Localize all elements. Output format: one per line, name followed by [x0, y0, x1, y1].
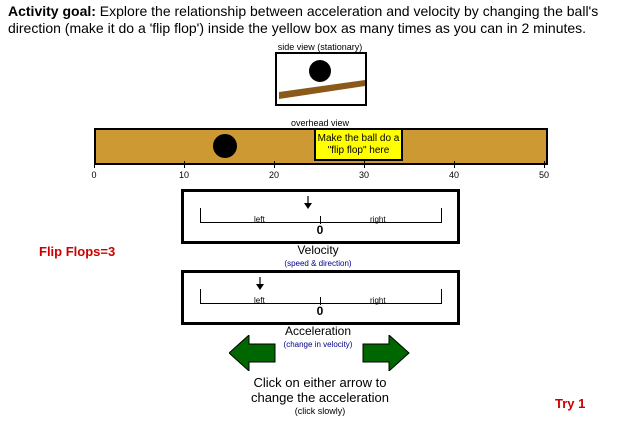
right-arrow-icon: [362, 335, 410, 371]
velocity-left-label: left: [254, 215, 265, 224]
side-view-panel: [275, 52, 367, 106]
scale-tick-label: 50: [538, 170, 549, 180]
left-arrow-icon: [229, 335, 276, 371]
velocity-value: 0: [316, 223, 324, 237]
activity-goal: Activity goal: Explore the relationship …: [8, 3, 628, 37]
right-arrow-button[interactable]: [362, 335, 410, 371]
goal-heading: Activity goal:: [8, 3, 96, 19]
instructions-note: (click slowly): [294, 406, 346, 416]
try-label: Try 1: [555, 396, 586, 411]
instructions-line-1: Click on either arrow to: [253, 375, 387, 390]
scale-tick: [454, 161, 455, 168]
scale-tick: [94, 161, 95, 168]
side-view-graphic: [279, 60, 365, 99]
goal-text: Explore the relationship between acceler…: [8, 3, 599, 36]
flip-flops-counter: Flip Flops=3: [39, 244, 116, 259]
overhead-view-label: overhead view: [290, 118, 350, 128]
acceleration-title: Acceleration: [284, 324, 352, 338]
velocity-center-tick: [320, 216, 321, 224]
instructions-line-2: change the acceleration: [250, 390, 390, 405]
acceleration-scale: [200, 289, 442, 304]
velocity-right-label: right: [370, 215, 386, 224]
acceleration-meter: left right 0: [181, 270, 460, 325]
velocity-title: Velocity: [297, 243, 339, 257]
target-zone-text: Make the ball do a "flip flop" here: [317, 133, 400, 156]
velocity-scale: [200, 208, 442, 223]
scale-tick: [274, 161, 275, 168]
scale-tick-label: 40: [448, 170, 459, 180]
acceleration-pointer-icon: [256, 277, 264, 290]
acceleration-center-tick: [320, 297, 321, 305]
acceleration-right-label: right: [370, 296, 386, 305]
acceleration-value: 0: [316, 304, 324, 318]
overhead-ball: [212, 134, 237, 158]
acceleration-subtitle: (change in velocity): [283, 340, 353, 349]
scale-tick-label: 10: [178, 170, 189, 180]
side-view-label: side view (stationary): [277, 42, 363, 52]
flip-flop-target-zone: Make the ball do a "flip flop" here: [314, 128, 403, 161]
scale-tick: [544, 161, 545, 168]
scale-tick-label: 20: [268, 170, 279, 180]
side-ball: [309, 60, 331, 82]
scale-tick-label: 30: [358, 170, 369, 180]
instructions: Click on either arrow to change the acce…: [210, 375, 430, 417]
left-arrow-button[interactable]: [229, 335, 277, 371]
ramp: [279, 80, 365, 99]
scale-tick-label: 0: [91, 170, 97, 180]
velocity-meter: left right 0: [181, 189, 460, 244]
velocity-subtitle: (speed & direction): [284, 259, 352, 268]
acceleration-left-label: left: [254, 296, 265, 305]
scale-tick: [364, 161, 365, 168]
velocity-pointer-icon: [304, 196, 312, 209]
scale-tick: [184, 161, 185, 168]
